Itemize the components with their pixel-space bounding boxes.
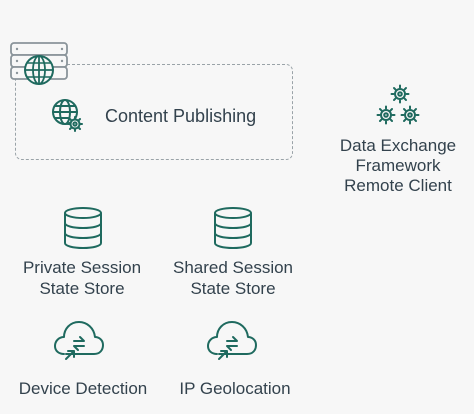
data-exchange-line-3: Remote Client — [344, 176, 452, 195]
cloud-exchange-icon — [207, 321, 257, 360]
shared-session-label: Shared Session State Store — [168, 257, 298, 299]
ip-geolocation-label: IP Geolocation — [179, 379, 291, 398]
server-globe-icon — [10, 42, 68, 85]
cloud-exchange-icon — [54, 321, 104, 360]
device-detection-label: Device Detection — [18, 379, 148, 398]
data-exchange-line-1: Data Exchange — [339, 136, 457, 155]
private-session-line-1: Private Session — [22, 258, 142, 277]
content-publishing-label: Content Publishing — [105, 106, 257, 126]
gears-icon — [376, 84, 420, 125]
private-session-line-2: State Store — [39, 279, 125, 298]
database-icon — [64, 207, 102, 249]
data-exchange-line-2: Framework — [355, 156, 441, 175]
data-exchange-label: Data Exchange Framework Remote Client — [330, 136, 466, 196]
database-icon — [214, 207, 252, 249]
shared-session-line-2: State Store — [190, 279, 276, 298]
shared-session-line-1: Shared Session — [172, 258, 294, 277]
private-session-label: Private Session State Store — [17, 257, 147, 299]
content-publishing-container — [15, 64, 293, 160]
globe-gear-icon — [52, 99, 83, 132]
